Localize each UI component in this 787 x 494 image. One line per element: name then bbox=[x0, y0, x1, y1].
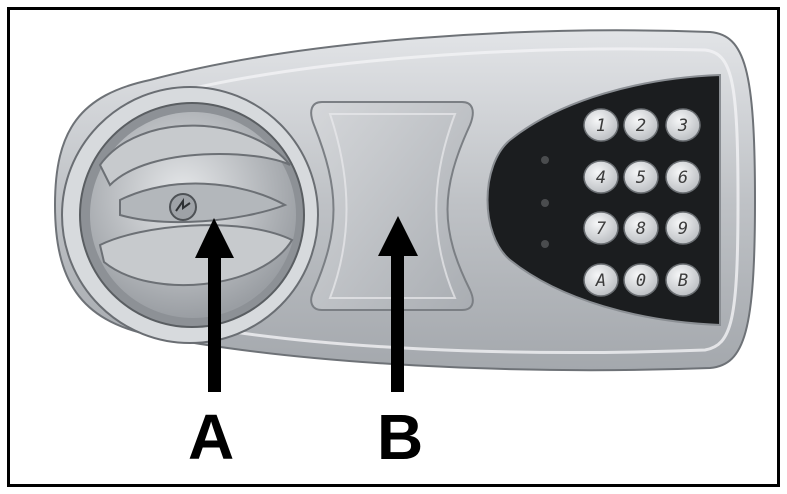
keypad-key-a[interactable]: A bbox=[583, 263, 619, 297]
keypad-key-label: B bbox=[678, 271, 688, 291]
keypad-key-5[interactable]: 5 bbox=[623, 160, 659, 194]
callout-label-b: B bbox=[377, 401, 424, 473]
keypad-panel bbox=[486, 73, 721, 327]
arrow-up-icon bbox=[378, 216, 418, 392]
center-pad bbox=[310, 101, 474, 311]
arrow-up-icon bbox=[195, 218, 234, 392]
led-indicator bbox=[541, 199, 549, 207]
keypad-key-label: 9 bbox=[678, 219, 688, 239]
keypad-key-label: 8 bbox=[636, 219, 646, 239]
keypad-key-label: 3 bbox=[677, 116, 688, 136]
keypad-key-6[interactable]: 6 bbox=[665, 160, 701, 194]
keypad-key-label: 7 bbox=[596, 219, 607, 239]
keypad-key-label: 6 bbox=[678, 168, 688, 188]
keypad-key-label: 1 bbox=[596, 116, 606, 136]
led-indicator bbox=[541, 156, 549, 164]
keypad-key-9[interactable]: 9 bbox=[665, 211, 701, 245]
keypad-key-label: 2 bbox=[636, 116, 646, 136]
keypad-key-8[interactable]: 8 bbox=[623, 211, 659, 245]
keypad-key-label: A bbox=[595, 271, 606, 291]
keypad-key-7[interactable]: 7 bbox=[583, 211, 619, 245]
callout-label-a: A bbox=[188, 401, 235, 473]
keypad-key-b[interactable]: B bbox=[665, 263, 701, 297]
keypad-key-2[interactable]: 2 bbox=[623, 108, 659, 142]
keypad-key-0[interactable]: 0 bbox=[623, 263, 659, 297]
keypad-key-1[interactable]: 1 bbox=[583, 108, 619, 142]
keypad-keys: 1 2 3 4 5 6 7 8 9A 0 B bbox=[583, 108, 701, 297]
keypad-key-label: 4 bbox=[596, 168, 606, 188]
led-indicator bbox=[541, 240, 549, 248]
keypad-key-label: 5 bbox=[636, 168, 646, 188]
keypad-key-label: 0 bbox=[636, 271, 646, 291]
keypad-key-4[interactable]: 4 bbox=[583, 160, 619, 194]
dial-handle[interactable] bbox=[98, 124, 291, 187]
keypad-key-3[interactable]: 3 bbox=[665, 108, 701, 142]
